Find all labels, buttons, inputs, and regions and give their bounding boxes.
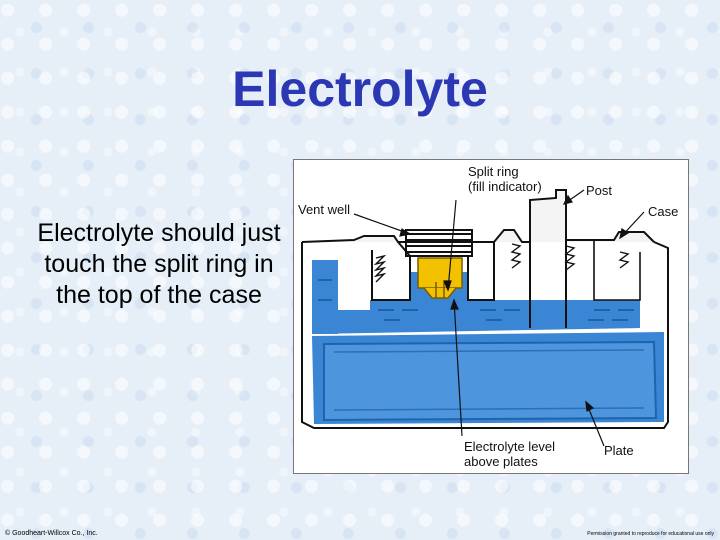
post	[529, 189, 567, 328]
copyright-footer: © Goodheart-Willcox Co., Inc.	[5, 530, 98, 537]
permission-footer: Permission granted to reproduce for educ…	[587, 531, 714, 537]
label-vent-well: Vent well	[298, 202, 350, 217]
label-case: Case	[648, 204, 678, 219]
label-split-ring: Split ring	[468, 164, 519, 179]
slide-title: Electrolyte	[232, 61, 488, 117]
battery-case	[301, 241, 669, 429]
label-above-plates: above plates	[464, 454, 538, 469]
label-post: Post	[586, 183, 612, 198]
slide-body-text: Electrolyte should just touch the split …	[37, 219, 281, 309]
label-electrolyte-level: Electrolyte level	[464, 439, 555, 454]
label-plate: Plate	[604, 443, 634, 458]
battery-cell-diagram: Split ring (fill indicator) Post Vent we…	[294, 160, 688, 473]
plate	[323, 340, 658, 422]
label-fill-indicator: (fill indicator)	[468, 179, 542, 194]
split-ring	[417, 257, 463, 289]
